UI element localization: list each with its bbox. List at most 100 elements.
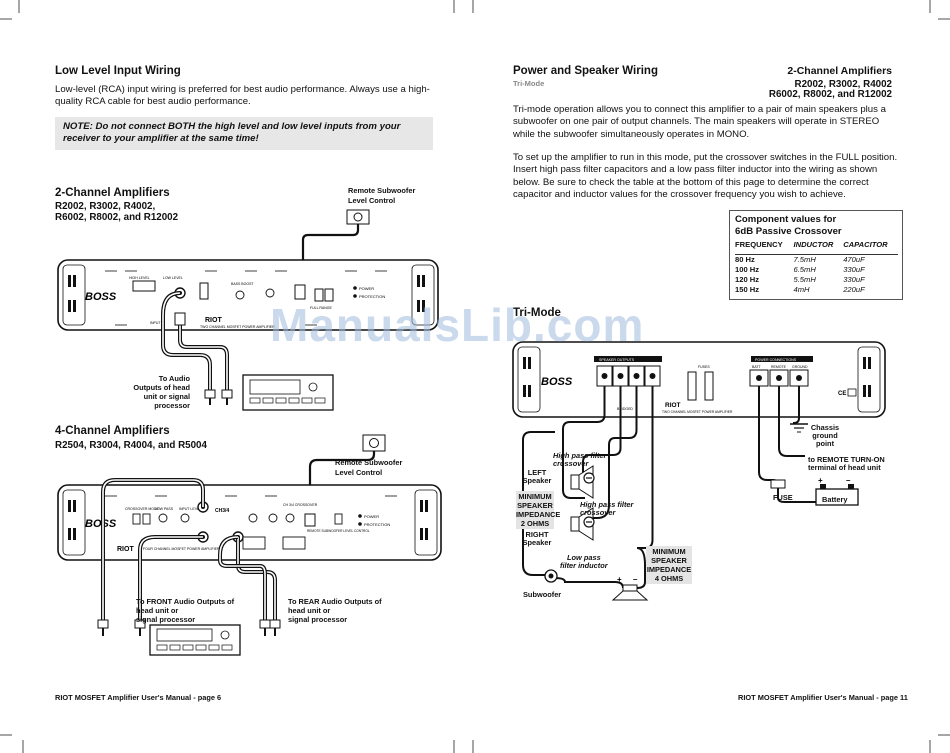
boss-logo: BOSS	[85, 291, 117, 303]
svg-text:BRIDGED: BRIDGED	[617, 407, 633, 411]
rear-outputs-label-3: signal processor	[288, 615, 348, 624]
two-channel-heading: 2-Channel Amplifiers	[55, 187, 170, 199]
lp-label-1: Low pass	[567, 553, 601, 562]
svg-text:–: –	[633, 575, 638, 584]
svg-text:CE: CE	[838, 391, 846, 397]
right-models-line-2: R6002, R8002, and R12002	[768, 89, 892, 100]
front-rca-plugs-icon	[97, 619, 146, 636]
component-table-title-2: 6dB Passive Crossover	[735, 225, 842, 237]
four-channel-models: R2504, R3004, R4004, and R5004	[55, 440, 207, 451]
svg-text:+: +	[617, 575, 622, 584]
col-capacitor: CAPACITOR	[843, 240, 888, 249]
watermark: ManualsLib.com	[270, 299, 645, 351]
tri-mode-paragraph-2: To set up the amplifier to run in this m…	[513, 152, 898, 201]
two-channel-amplifier: BOSS HIGH LEVEL LOW LEVEL BASS BOOST FUL…	[57, 259, 439, 331]
right-footer: RIOT MOSFET Amplifier User's Manual - pa…	[738, 693, 908, 702]
tri-mode-diagram-title: Tri-Mode	[513, 307, 561, 319]
lp-label-2: filter inductor	[560, 561, 608, 570]
remote-sub-label-2: Level Control	[348, 196, 396, 205]
remote-sub-label-1: Remote Subwoofer	[348, 186, 416, 195]
svg-text:SPEAKER OUTPUTS: SPEAKER OUTPUTS	[599, 358, 635, 362]
svg-text:CROSSOVER MODE: CROSSOVER MODE	[125, 507, 160, 511]
rca-plugs-icon	[204, 389, 233, 405]
amplifier-rear-panel: SPEAKER OUTPUTS BOSS SPEAKER OUTPUTS BRI…	[512, 341, 886, 418]
svg-text:CH3/4: CH3/4	[215, 508, 229, 514]
fuse-icon	[770, 479, 786, 489]
svg-text:TWO CHANNEL MOSFET POWER AMPLI: TWO CHANNEL MOSFET POWER AMPLIFIER	[200, 325, 275, 329]
svg-text:GROUND: GROUND	[792, 365, 808, 369]
remote-turn-on-label-2: terminal of head unit	[808, 463, 881, 472]
head-unit-icon	[242, 374, 334, 411]
left-speaker-label-2: Speaker	[522, 476, 552, 485]
two-channel-amp-diagram: BOSS HIGH LEVEL LOW LEVEL BASS BOOST FUL…	[57, 209, 439, 411]
remote-turn-on-label-1: to REMOTE TURN-ON	[808, 455, 885, 464]
svg-text:HIGH LEVEL: HIGH LEVEL	[129, 276, 150, 280]
svg-text:PROTECTION: PROTECTION	[364, 522, 390, 527]
svg-text:INPUT: INPUT	[150, 321, 161, 325]
hp-bottom-label-1: High pass filter	[580, 500, 634, 509]
high-pass-capacitor-top-icon	[583, 472, 595, 484]
component-table-title-1: Component values for	[735, 214, 837, 225]
battery-icon	[815, 484, 859, 506]
svg-text:RIOT: RIOT	[205, 317, 222, 324]
audio-outputs-label-2: Outputs of head	[133, 383, 190, 392]
svg-text:FULL RANGE: FULL RANGE	[310, 306, 333, 310]
left-speaker-label-1: LEFT	[527, 468, 547, 477]
remote-level-control-icon	[346, 209, 370, 225]
svg-text:RIOT: RIOT	[117, 546, 134, 553]
four-channel-amplifier: BOSS CROSSOVER MODE LOW PASS INPUT LEVEL…	[57, 484, 442, 561]
right-speaker-label-1: RIGHT	[525, 530, 549, 539]
battery-label: Battery	[822, 495, 848, 504]
svg-text:BATT: BATT	[752, 365, 762, 369]
svg-text:FOUR CHANNEL MOSFET POWER AMPL: FOUR CHANNEL MOSFET POWER AMPLIFIER	[143, 547, 220, 551]
col-inductor: INDUCTOR	[793, 240, 834, 249]
rca-plug-icon	[174, 312, 186, 326]
audio-outputs-label-3: unit or signal	[143, 392, 190, 401]
right-speaker-label-2: Speaker	[522, 538, 552, 547]
rear-outputs-label-2: head unit or	[288, 606, 331, 615]
front-outputs-label-2: head unit or	[136, 606, 179, 615]
power-speaker-heading: Power and Speaker Wiring	[513, 65, 658, 77]
svg-text:REMOTE SUBWOOFER LEVEL CONTROL: REMOTE SUBWOOFER LEVEL CONTROL	[307, 529, 370, 533]
audio-outputs-label-4: processor	[154, 401, 190, 410]
col-frequency: FREQUENCY	[735, 240, 783, 249]
svg-text:TWO CHANNEL MOSFET POWER AMPLI: TWO CHANNEL MOSFET POWER AMPLIFIER	[662, 410, 733, 414]
hp-top-label-1: High pass filter	[553, 451, 607, 460]
svg-text:RIOT: RIOT	[665, 402, 681, 409]
svg-text:–: –	[846, 476, 851, 485]
subwoofer-icon: + –	[611, 575, 649, 601]
svg-text:REMOTE: REMOTE	[771, 365, 787, 369]
remote-sub-label-4ch-1: Remote Subwoofer	[335, 458, 403, 467]
svg-text:LOW PASS: LOW PASS	[155, 507, 174, 511]
low-level-paragraph: Low-level (RCA) input wiring is preferre…	[55, 84, 430, 108]
rear-outputs-label-1: To REAR Audio Outputs of	[288, 597, 382, 606]
two-channel-models-1: R2002, R3002, R4002,	[55, 201, 156, 212]
svg-text:BASS BOOST: BASS BOOST	[231, 282, 254, 286]
min-impedance-4ohm-box: MINIMUM SPEAKER IMPEDANCE 4 OHMS	[646, 546, 692, 584]
chassis-label-2: ground	[812, 431, 838, 440]
remote-level-control-icon	[362, 434, 386, 452]
tri-mode-subheading: Tri-Mode	[513, 79, 545, 88]
subwoofer-label: Subwoofer	[523, 590, 562, 599]
low-pass-inductor-icon	[544, 569, 558, 583]
svg-text:+: +	[818, 476, 823, 485]
svg-text:POWER: POWER	[359, 286, 374, 291]
svg-text:PROTECTION: PROTECTION	[359, 294, 385, 299]
boss-logo-right: BOSS	[541, 376, 573, 388]
high-pass-capacitor-bottom-icon	[583, 516, 595, 528]
svg-text:CH 3/4 CROSSOVER: CH 3/4 CROSSOVER	[283, 503, 318, 507]
boss-logo: BOSS	[85, 518, 117, 530]
svg-text:INPUT LEVEL: INPUT LEVEL	[179, 507, 201, 511]
chassis-label-1: Chassis	[810, 423, 840, 432]
right-models-line-1: R2002, R3002, R4002	[794, 79, 893, 90]
svg-text:POWER: POWER	[364, 514, 379, 519]
note-box: NOTE: Do not connect BOTH the high level…	[55, 117, 433, 150]
four-channel-heading: 4-Channel Amplifiers	[55, 425, 170, 437]
front-outputs-label-3: signal processor	[136, 615, 196, 624]
head-unit-icon	[149, 624, 241, 656]
